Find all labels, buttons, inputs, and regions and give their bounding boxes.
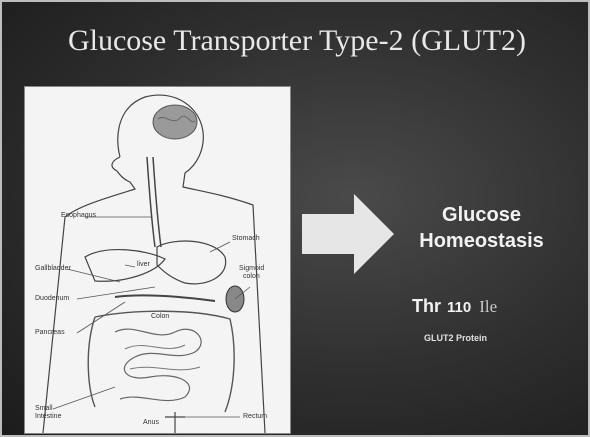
label-small-intestine-line1: Small xyxy=(35,405,53,412)
label-stomach: Stomach xyxy=(232,235,260,242)
label-pancreas: Pancreas xyxy=(35,329,65,336)
slide-title: Glucose Transporter Type-2 (GLUT2) xyxy=(2,24,590,58)
label-duodenum: Duodenum xyxy=(35,295,69,302)
variant-text: Thr 110 Ile xyxy=(412,296,552,317)
outcome-line2: Homeostasis xyxy=(394,228,569,254)
variant-to-residue: Ile xyxy=(479,297,497,316)
label-esophagus: Esophagus xyxy=(61,212,96,219)
label-sigmoid-colon-line2: colon xyxy=(243,273,260,280)
outcome-line1: Glucose xyxy=(394,202,569,228)
protein-label: GLUT2 Protein xyxy=(424,333,487,343)
label-liver: liver xyxy=(137,261,150,268)
right-arrow-icon xyxy=(302,194,394,274)
label-colon: Colon xyxy=(151,313,169,320)
anatomy-drawing xyxy=(25,87,290,433)
outcome-text: Glucose Homeostasis xyxy=(394,202,569,254)
variant-position: 110 xyxy=(447,299,471,316)
digestive-system-diagram: Esophagus Stomach Gallbladder liver Sigm… xyxy=(24,86,291,434)
label-rectum: Rectum xyxy=(243,413,267,420)
label-small-intestine-line2: Intestine xyxy=(35,413,61,420)
label-sigmoid-colon-line1: Sigmoid xyxy=(239,265,264,272)
label-gallbladder: Gallbladder xyxy=(35,265,71,272)
label-anus: Anus xyxy=(143,419,159,426)
variant-from-residue: Thr xyxy=(412,296,441,316)
